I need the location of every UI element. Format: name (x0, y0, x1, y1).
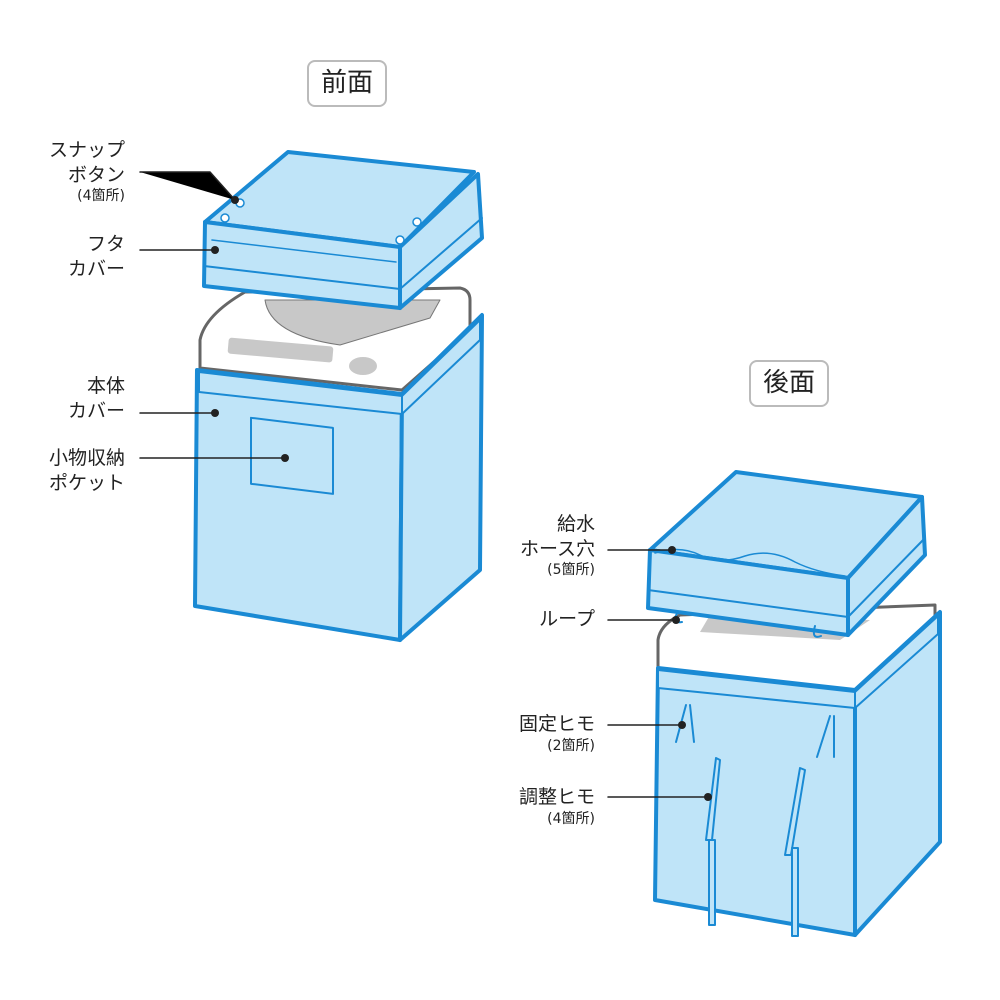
label-text: 調整ヒモ (518, 786, 595, 808)
label-sub: (4箇所) (547, 810, 595, 827)
back-body-cover (653, 610, 942, 937)
front-washing-machine (198, 286, 472, 392)
label-text: ポケット (48, 471, 125, 494)
label-body-cover: 本体 カバー (5, 374, 125, 423)
label-fixing-strap: 固定ヒモ (2箇所) (475, 712, 595, 755)
label-text: 小物収納 (48, 447, 125, 469)
leader-dots (211, 196, 712, 801)
back-lid-cover (646, 470, 927, 638)
adjusting-straps (705, 757, 806, 937)
label-loop: ループ (475, 607, 595, 632)
front-title: 前面 (307, 60, 388, 108)
label-lid-cover: フタ カバー (5, 232, 125, 281)
label-text: ループ (539, 608, 595, 630)
label-text: カバー (67, 257, 125, 280)
front-lid-cover (202, 150, 484, 310)
label-text: ボタン (67, 163, 125, 186)
label-text: スナップ (48, 139, 125, 161)
label-adjusting-strap: 調整ヒモ (4箇所) (475, 785, 595, 828)
label-snap-button: スナップ ボタン (4箇所) (5, 138, 125, 206)
front-body-cover (193, 313, 484, 642)
label-text: カバー (67, 399, 125, 422)
label-hose-hole: 給水 ホース穴 (5箇所) (475, 512, 595, 580)
leader-lines (139, 171, 709, 798)
label-text: ホース穴 (519, 537, 595, 560)
label-text: 固定ヒモ (518, 713, 595, 735)
label-text: 給水 (556, 513, 595, 535)
label-text: フタ (86, 233, 125, 255)
label-sub: (5箇所) (547, 562, 595, 579)
back-title: 後面 (749, 360, 830, 408)
label-sub: (4箇所) (77, 188, 125, 205)
label-sub: (2箇所) (547, 737, 595, 754)
label-pocket: 小物収納 ポケット (5, 446, 125, 495)
label-text: 本体 (86, 375, 125, 397)
